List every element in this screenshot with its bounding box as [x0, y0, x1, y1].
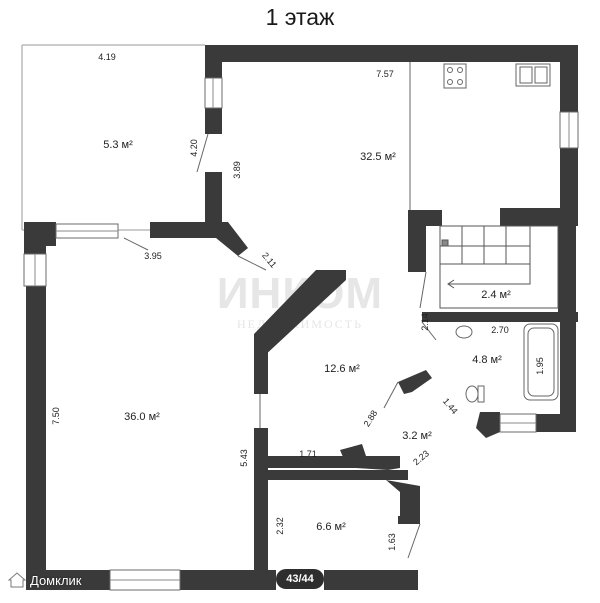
- room-area-label: 5.3 м²: [103, 139, 133, 151]
- image-counter-badge: 43/44: [276, 569, 324, 589]
- window-glass-lines: [34, 78, 570, 581]
- dimension-label: 2.14: [420, 313, 430, 331]
- room-area-label: 36.0 м²: [124, 411, 160, 423]
- dimension-label: 3.89: [232, 161, 242, 179]
- bathroom-fixtures: [455, 323, 559, 403]
- room-area-label: 4.8 м²: [472, 354, 502, 366]
- dimension-label: 1.95: [535, 357, 545, 375]
- dimension-label: 1.44: [441, 396, 460, 416]
- dimension-label: 2.32: [275, 517, 285, 535]
- dimension-label: 7.50: [51, 407, 61, 425]
- room-area-label: 32.5 м²: [360, 151, 396, 163]
- room-area-label: 6.6 м²: [316, 521, 346, 533]
- stair: [439, 225, 559, 309]
- brand-logo[interactable]: Домклик: [8, 568, 82, 592]
- windows: [23, 77, 579, 591]
- walls: [24, 45, 578, 590]
- doors: [123, 133, 437, 559]
- dimension-label: 3.95: [144, 251, 162, 261]
- dimension-label: 2.11: [260, 250, 278, 269]
- dimension-label: 2.88: [362, 408, 380, 428]
- room-area-labels: 5.3 м² 32.5 м² 2.4 м² 4.8 м² 12.6 м² 36.…: [103, 139, 511, 533]
- dimension-label: 1.63: [387, 533, 397, 551]
- room-area-label: 3.2 м²: [402, 430, 432, 442]
- floor-title: 1 этаж: [265, 4, 335, 30]
- house-icon: [8, 572, 26, 588]
- dimension-label: 5.43: [239, 449, 249, 467]
- dimension-label: 2.70: [491, 325, 509, 335]
- brand-name: Домклик: [30, 572, 82, 588]
- dimension-label: 4.19: [98, 52, 116, 62]
- room-area-label: 12.6 м²: [324, 363, 360, 375]
- thin-outline: [21, 44, 205, 231]
- dimension-label: 7.57: [376, 69, 394, 79]
- dimension-label: 1.71: [299, 449, 317, 459]
- dimension-label: 2.23: [411, 448, 431, 467]
- dimension-label: 4.20: [189, 139, 199, 157]
- room-area-label: 2.4 м²: [481, 289, 511, 301]
- kitchen-fixtures: [409, 62, 551, 210]
